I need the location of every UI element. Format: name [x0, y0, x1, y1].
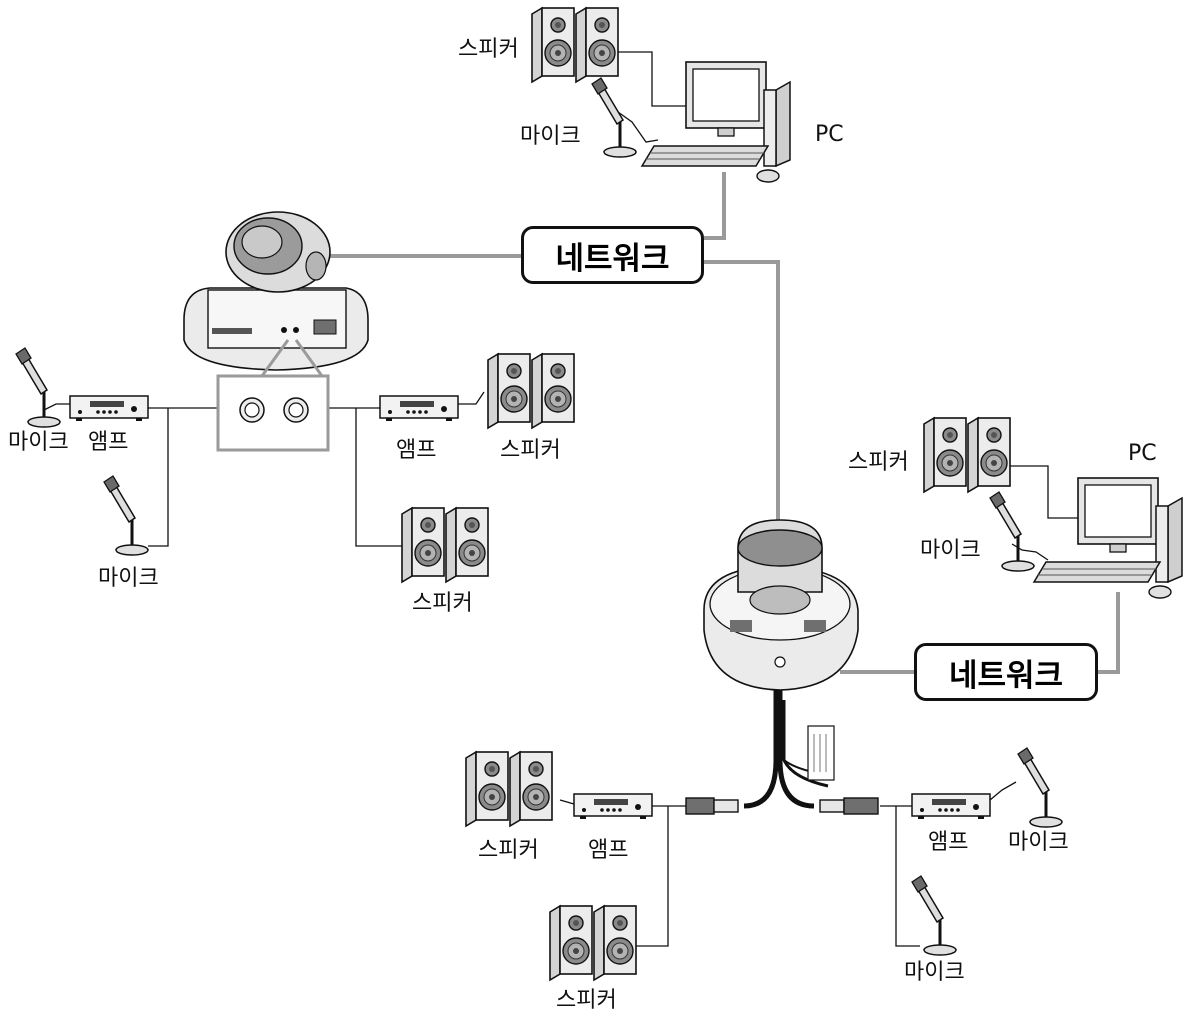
pc-label: PC [1128, 441, 1157, 466]
amplifier-icon [911, 793, 991, 820]
mic-label: 마이크 [1008, 830, 1069, 855]
pc-icon [641, 61, 791, 183]
speaker-label: 스피커 [848, 450, 909, 475]
microphone-icon [910, 874, 958, 957]
amplifier-icon [573, 793, 653, 820]
microphone-icon [102, 474, 150, 557]
microphone-icon [1016, 746, 1064, 829]
network-box-top: 네트워크 [521, 226, 704, 284]
mic-label: 마이크 [8, 430, 69, 455]
microphone-icon [14, 346, 62, 429]
speaker-label: 스피커 [500, 438, 561, 463]
speaker-label: 스피커 [478, 838, 539, 863]
amplifier-icon [379, 395, 459, 422]
pc-icon [1033, 477, 1183, 599]
pc-label: PC [815, 122, 844, 147]
amplifier-icon [69, 395, 149, 422]
speaker-icon [924, 418, 1010, 492]
speaker-icon [402, 508, 488, 582]
dome-camera-icon [703, 519, 859, 691]
speaker-label: 스피커 [556, 988, 617, 1013]
speaker-icon [532, 8, 618, 82]
speaker-label: 스피커 [458, 37, 519, 62]
microphone-icon [590, 76, 638, 159]
microphone-icon [988, 490, 1036, 573]
speaker-icon [466, 752, 552, 826]
amp-label: 앰프 [588, 838, 629, 863]
amp-label: 앰프 [928, 830, 969, 855]
network-box-bottom: 네트워크 [914, 643, 1098, 701]
mic-label: 마이크 [920, 538, 981, 563]
mic-label: 마이크 [520, 124, 581, 149]
mic-label: 마이크 [98, 566, 159, 591]
amp-label: 앰프 [396, 438, 437, 463]
dome-camera-icon [183, 211, 369, 452]
speaker-label: 스피커 [412, 591, 473, 616]
speaker-icon [550, 906, 636, 980]
cable-connector-icon [685, 725, 879, 815]
network-lines [318, 172, 1120, 674]
mic-label: 마이크 [904, 960, 965, 985]
amp-label: 앰프 [88, 430, 129, 455]
speaker-icon [488, 354, 574, 428]
